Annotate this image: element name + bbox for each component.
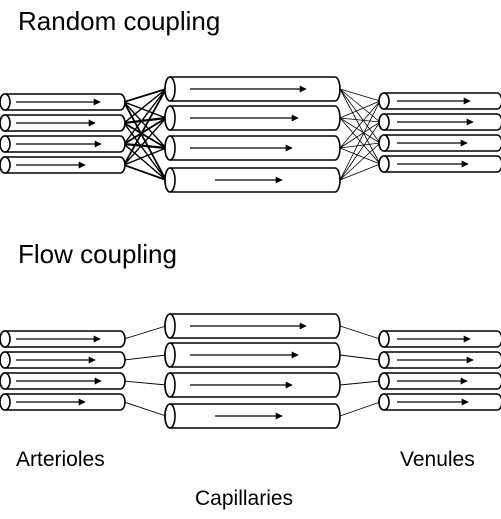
arteriole-capillary-link [123,164,167,181]
vessel-connections [123,325,381,417]
venule-tube [378,372,501,390]
venule-tube [378,330,501,348]
arteriole-capillary-link [123,380,167,386]
capillary-venule-link [339,354,381,361]
capillary-venule-link [339,142,381,149]
arteriole-tube [0,135,126,153]
arteriole-capillary-link [123,122,167,181]
arteriole-capillary-link [123,88,167,124]
capillary-venule-link [339,88,381,102]
arteriole-tube [0,393,126,411]
capillary-venule-link [339,100,381,119]
capillary-venule-link [339,121,381,181]
capillary-tube [164,105,341,131]
arteriole-capillary-link [123,88,167,145]
arteriole-tube [0,351,126,369]
arteriole-capillary-link [123,147,167,166]
venule-tube [378,155,501,173]
venule-tube [378,351,501,369]
arterioles-label: Arterioles [16,448,105,471]
flow-coupling-title: Flow coupling [18,239,177,269]
vessel-connections [123,88,381,181]
arteriole-tube [0,330,126,348]
arteriole-capillary-link [123,122,167,149]
capillary-tube [164,342,341,368]
capillary-venule-link [339,88,381,144]
capillary-tube [164,372,341,398]
random-coupling-panel [0,76,501,193]
capillary-venule-link [339,147,381,165]
venule-tube [378,393,501,411]
flow-coupling-panel [0,313,501,429]
capillaries-label: Capillaries [195,487,293,510]
capillary-venule-link [339,117,381,144]
capillary-tube [164,313,341,339]
arteriole-tube [0,372,126,390]
arteriole-tube [0,156,126,174]
capillary-venule-link [339,100,381,149]
arteriole-tube [0,114,126,132]
capillary-venule-link [339,117,381,123]
arteriole-capillary-link [123,401,167,417]
arteriole-capillary-link [123,101,167,149]
capillary-venule-link [339,88,381,123]
arteriole-capillary-link [123,325,167,340]
arteriole-capillary-link [123,117,167,145]
arteriole-capillary-link [123,101,167,119]
arteriole-capillary-link [123,117,167,166]
capillary-venule-link [339,100,381,181]
capillary-venule-link [339,163,381,181]
capillary-venule-link [339,401,381,417]
capillary-tube [164,76,341,102]
arteriole-capillary-link [123,143,167,181]
arteriole-capillary-link [123,88,167,103]
capillary-tube [164,135,341,161]
capillary-venule-link [339,380,381,386]
arteriole-capillary-link [123,88,167,166]
capillary-tube [164,403,341,429]
capillary-venule-link [339,88,381,165]
capillary-venule-link [339,325,381,340]
arteriole-capillary-link [123,116,167,125]
random-coupling-title: Random coupling [18,6,220,36]
capillary-venule-link [339,121,381,149]
capillary-venule-link [339,142,381,181]
arteriole-tube [0,93,126,111]
capillary-tube [164,167,341,193]
venule-tube [378,92,501,110]
venules-label: Venules [400,448,475,471]
arteriole-capillary-link [123,354,167,361]
arteriole-capillary-link [123,142,167,150]
venule-tube [378,134,501,152]
venule-tube [378,113,501,131]
